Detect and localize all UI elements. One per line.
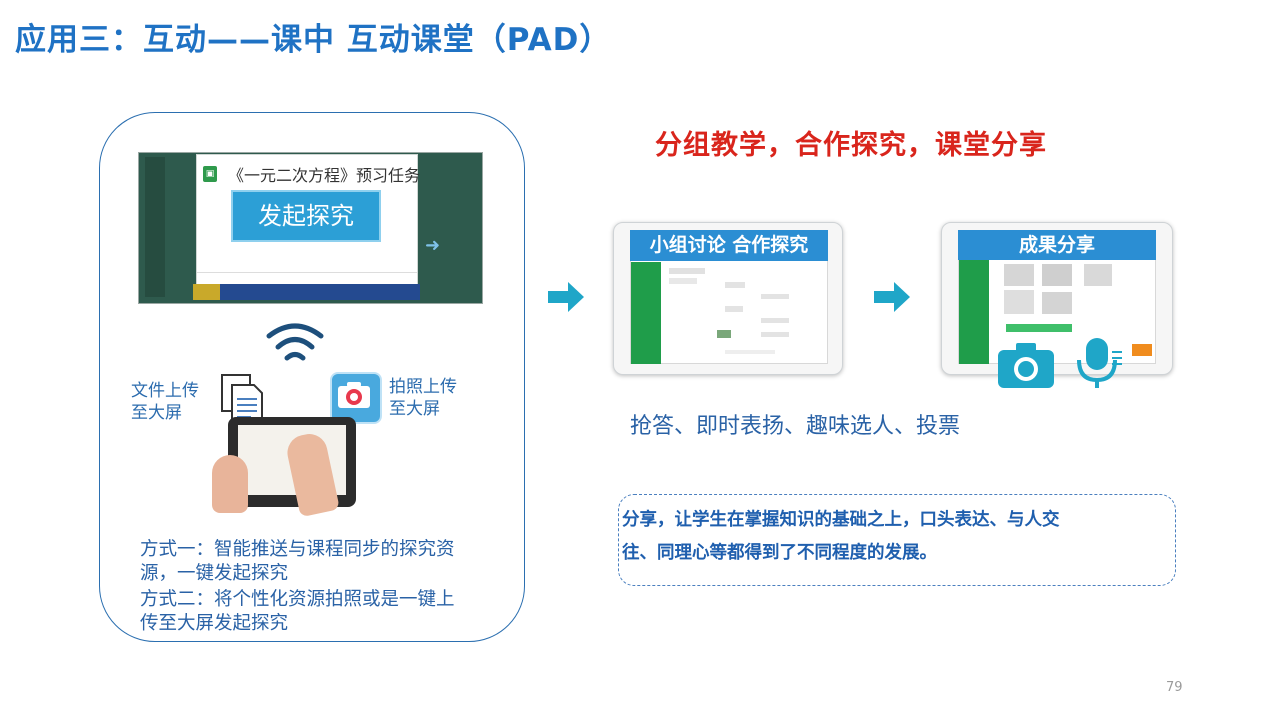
board-taskbar [193,284,420,300]
sharing-note-line-1: 分享，让学生在掌握知识的基础之上，口头表达、与人交 [622,510,1060,530]
label-photo-upload-2: 至大屏 [389,399,440,419]
camera-upload-icon [330,372,382,424]
dialog-footer [197,272,417,287]
desc-line-4: 传至大屏发起探究 [140,613,289,634]
launch-inquiry-button[interactable]: 发起探究 [231,190,381,242]
left-panel [99,112,525,642]
camera-icon [998,343,1054,388]
pad1-header: 小组讨论 合作探究 [630,230,828,261]
left-hand [212,455,248,513]
board-frame [145,157,165,297]
pad2-content [994,262,1154,362]
activities-text: 抢答、即时表扬、趣味选人、投票 [630,414,961,439]
microphone-icon [1077,338,1122,388]
desc-line-3: 方式二：将个性化资源拍照或是一键上 [140,589,455,610]
label-file-upload-1: 文件上传 [131,381,199,401]
pad2-sidebar [959,260,989,364]
taskbar-start [193,284,220,300]
wifi-icon [266,323,324,361]
pad1-chat-area [665,262,825,362]
app-logo-icon: ▣ [203,166,217,182]
sharing-note-text: 分享，让学生在掌握知识的基础之上，口头表达、与人交 往、同理心等都得到了不同程度… [622,504,1060,570]
pad1-sidebar [631,262,661,364]
label-photo-upload-1: 拍照上传 [389,377,457,397]
dialog-title: 《一元二次方程》预习任务 [228,166,421,185]
sharing-note-box [618,494,1176,586]
document-icon [221,374,263,424]
pad2-header: 成果分享 [958,230,1156,260]
arrow-right-icon [874,282,910,312]
desc-line-2: 源，一键发起探究 [140,563,289,584]
arrow-right-icon [548,282,584,312]
slide-title: 应用三：互动——课中 互动课堂（PAD） [15,22,612,58]
sharing-note-line-2: 往、同理心等都得到了不同程度的发展。 [622,543,937,563]
label-file-upload-2: 至大屏 [131,403,182,423]
section-heading: 分组教学，合作探究，课堂分享 [655,130,1047,161]
desc-line-1: 方式一：智能推送与课程同步的探究资 [140,539,455,560]
page-number: 79 [1166,680,1183,695]
next-arrow-icon: ➜ [425,235,441,256]
